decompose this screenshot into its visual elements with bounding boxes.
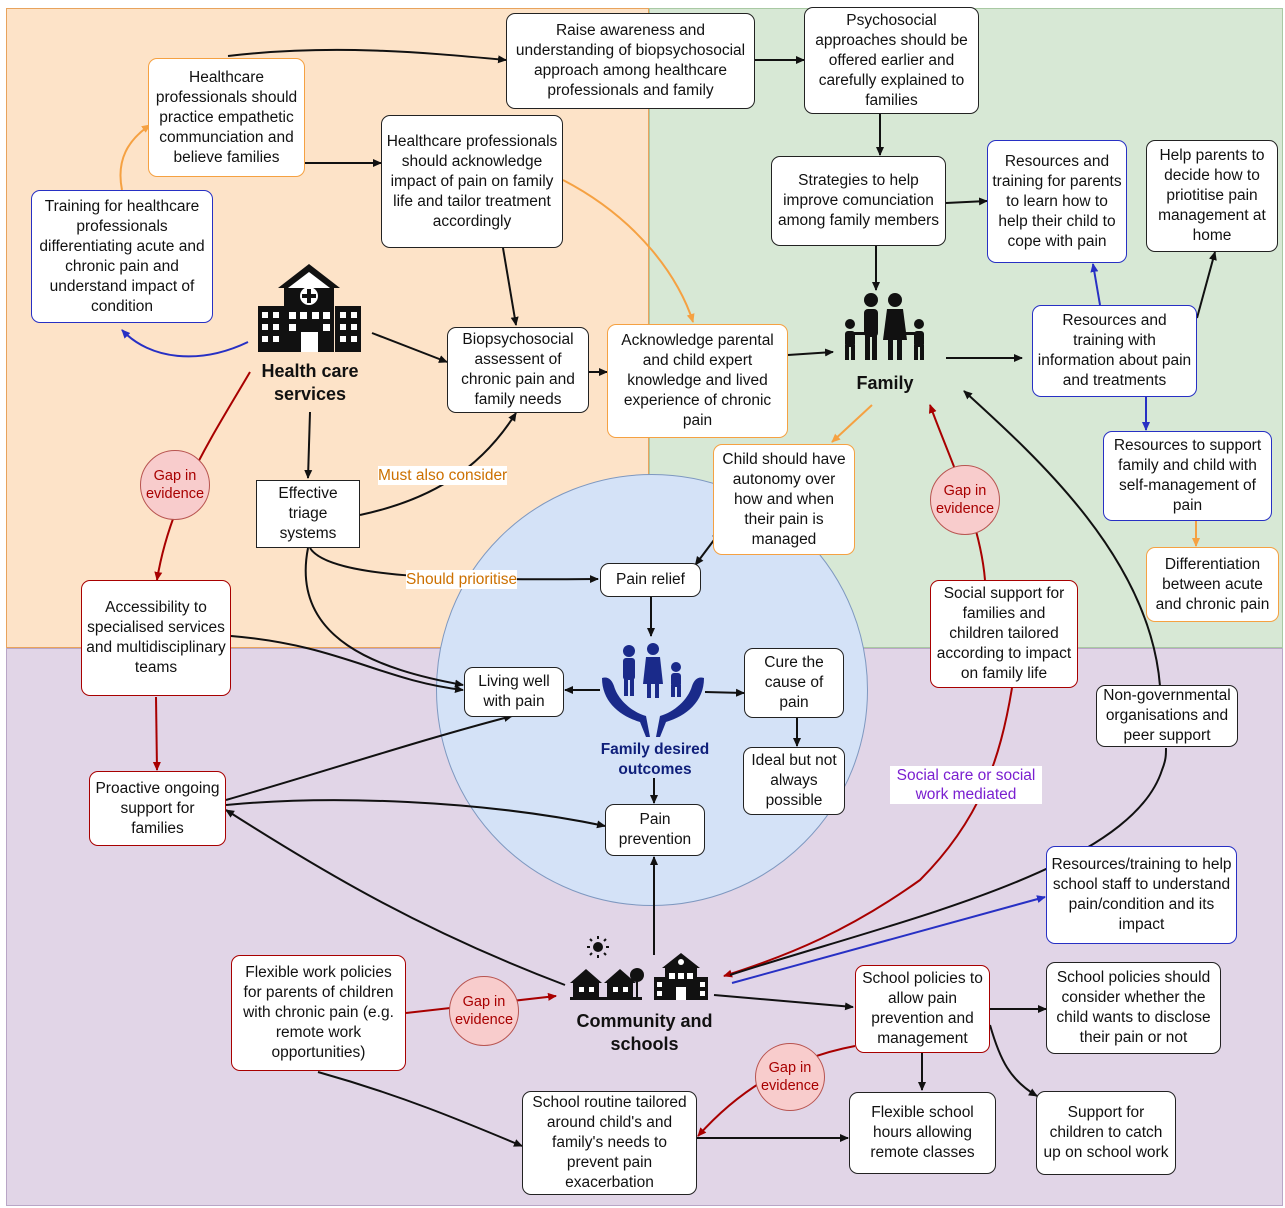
arrow-accessibility-to-living-well xyxy=(230,635,464,694)
arrow-info-to-help-prioritise xyxy=(1196,251,1217,319)
node-accessibility-specialised: Accessibility to specialised services an… xyxy=(81,580,231,696)
arrow-community-to-proactive xyxy=(225,809,566,986)
arrow-social-support-to-community xyxy=(723,687,1013,978)
node-cure-cause: Cure the cause of pain xyxy=(744,648,844,718)
node-effective-triage: Effective triage systems xyxy=(256,480,360,548)
hospital-icon xyxy=(258,264,361,352)
arrow-empathetic-to-awareness xyxy=(227,48,507,64)
arrow-policies-to-catch-up xyxy=(989,1024,1038,1097)
node-training-hcp: Training for healthcare professionals di… xyxy=(31,190,213,323)
node-acknowledge-expert-knowledge: Acknowledge parental and child expert kn… xyxy=(607,324,788,438)
arrow-health-to-training xyxy=(121,329,249,358)
node-ideal-not-possible: Ideal but not always possible xyxy=(743,747,845,815)
gap-in-evidence-family: Gap in evidence xyxy=(930,465,1000,535)
hub-label-family-desired-outcomes: Family desired outcomes xyxy=(600,741,710,778)
node-school-routine: School routine tailored around child's a… xyxy=(522,1091,697,1195)
family-in-hands-icon xyxy=(602,643,704,737)
node-empathetic-communication: Healthcare professionals should practice… xyxy=(148,58,305,177)
arrow-triage-to-living-well xyxy=(304,547,464,688)
node-raise-awareness: Raise awareness and understanding of bio… xyxy=(506,13,755,109)
node-proactive-support: Proactive ongoing support for families xyxy=(89,771,226,846)
gap-in-evidence-work: Gap in evidence xyxy=(449,976,519,1046)
hub-label-community-schools: Community and schools xyxy=(576,1011,713,1054)
gap-in-evidence-health: Gap in evidence xyxy=(140,450,210,520)
arrow-community-to-ngo xyxy=(729,747,1167,976)
arrow-strategies-to-resources-parents xyxy=(945,197,988,206)
node-help-prioritise: Help parents to decide how to priotitise… xyxy=(1146,140,1278,252)
node-school-policies-disclose: School policies should consider whether … xyxy=(1046,962,1221,1054)
node-differentiation-pain: Differentiation between acute and chroni… xyxy=(1146,547,1279,622)
arrow-acknowledge-impact-to-expert xyxy=(562,179,695,323)
arrow-family-to-autonomy xyxy=(831,404,873,443)
label-should-prioritise: Should prioritise xyxy=(406,570,518,589)
arrow-acknowledge-impact-to-biopsych xyxy=(502,247,519,326)
node-pain-relief: Pain relief xyxy=(600,563,701,597)
hub-label-family: Family xyxy=(856,373,914,393)
node-biopsychosocial-assessment: Biopsychosocial assessent of chronic pai… xyxy=(447,327,589,413)
node-flexible-hours: Flexible school hours allowing remote cl… xyxy=(849,1092,996,1174)
arrow-community-to-school-policies xyxy=(713,994,854,1011)
arrow-community-to-school-staff xyxy=(731,895,1046,984)
node-resources-self-management: Resources to support family and child wi… xyxy=(1103,431,1272,521)
node-school-policies-allow: School policies to allow pain prevention… xyxy=(855,965,990,1053)
arrow-work-to-routine xyxy=(317,1071,523,1147)
houses-school-sun-icon xyxy=(570,936,708,1000)
family-icon xyxy=(845,293,924,360)
node-psychosocial-earlier: Psychosocial approaches should be offere… xyxy=(804,7,979,114)
arrow-health-to-triage xyxy=(304,411,313,479)
node-acknowledge-impact: Healthcare professionals should acknowle… xyxy=(381,115,563,248)
node-resources-parents: Resources and training for parents to le… xyxy=(987,140,1127,263)
gap-in-evidence-school: Gap in evidence xyxy=(755,1043,825,1111)
arrow-outcomes-to-cure xyxy=(704,688,745,697)
node-catch-up: Support for children to catch up on scho… xyxy=(1036,1091,1176,1175)
node-living-well: Living well with pain xyxy=(464,667,564,717)
arrow-ngo-to-family xyxy=(963,390,1161,687)
node-child-autonomy: Child should have autonomy over how and … xyxy=(713,444,855,555)
node-flexible-work: Flexible work policies for parents of ch… xyxy=(231,955,406,1071)
node-resources-school-staff: Resources/training to help school staff … xyxy=(1046,846,1237,944)
arrow-proactive-to-living-well xyxy=(225,714,513,801)
node-pain-prevention: Pain prevention xyxy=(605,804,705,856)
hub-label-health-care: Health care services xyxy=(261,361,359,404)
arrow-proactive-to-prevention xyxy=(225,799,606,829)
node-social-support: Social support for families and children… xyxy=(930,580,1078,688)
label-social-care-mediated: Social care or social work mediated xyxy=(890,766,1042,804)
arrow-triage-to-biopsych xyxy=(359,412,517,516)
node-resources-information: Resources and training with information … xyxy=(1032,305,1197,397)
arrow-health-to-biopsych xyxy=(371,332,448,363)
label-must-also-consider: Must also consider xyxy=(378,466,508,485)
arrow-training-to-empathetic xyxy=(119,124,151,191)
arrow-expert-to-family xyxy=(787,348,834,357)
node-strategies-communication: Strategies to help improve comunciation … xyxy=(771,156,946,246)
node-ngo-peer-support: Non-governmental organisations and peer … xyxy=(1096,685,1238,747)
arrow-accessibility-to-proactive xyxy=(152,696,161,771)
arrow-info-to-resources-parents xyxy=(1090,263,1101,306)
